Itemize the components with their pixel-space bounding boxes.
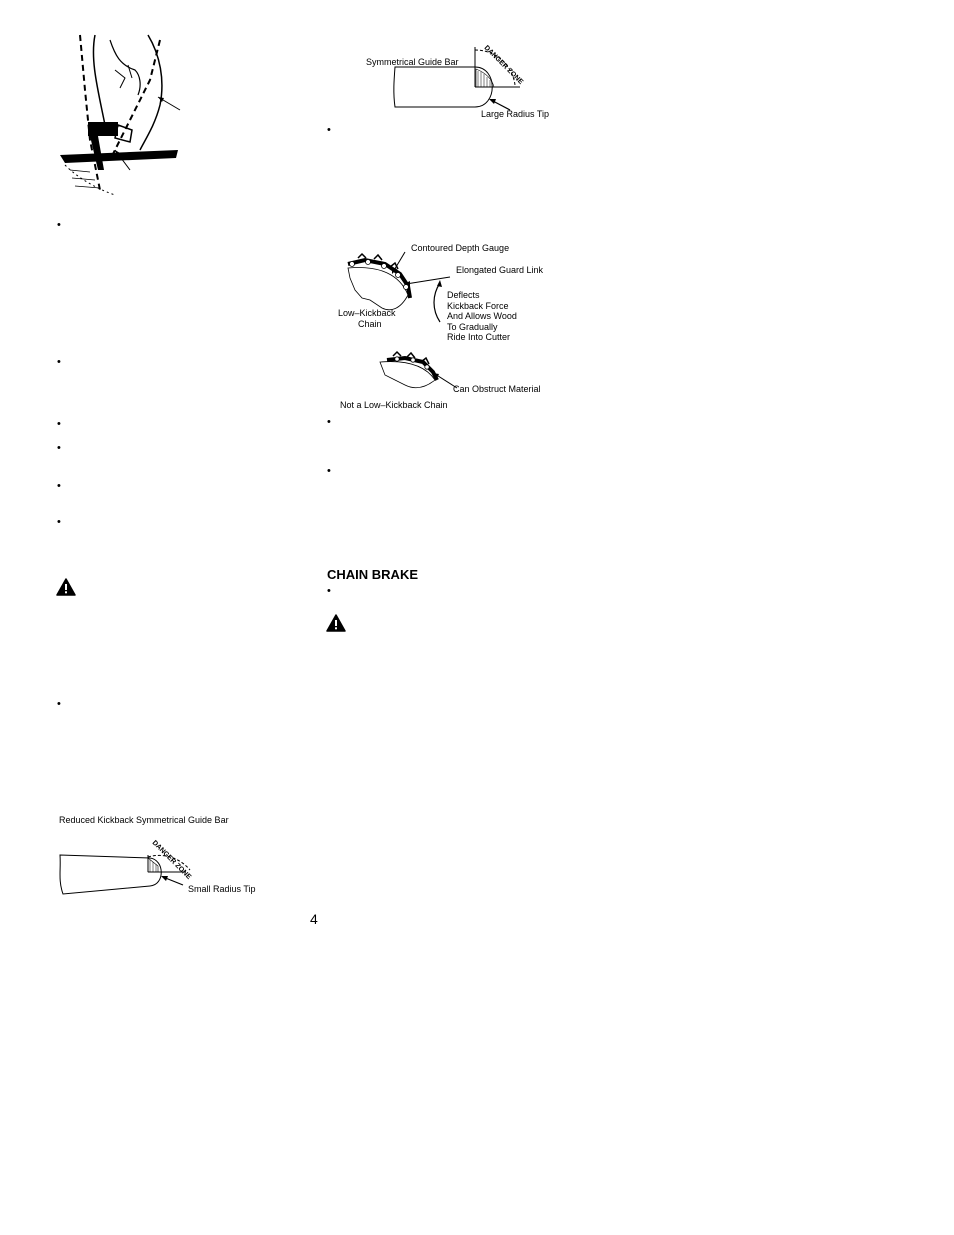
depth-gauge-label: Contoured Depth Gauge (411, 243, 510, 253)
bullet-right-4: • (327, 585, 331, 597)
bullet-right-3: • (327, 465, 331, 477)
bullet-left-5: • (57, 480, 61, 492)
low-kickback-chain-diagram (347, 251, 451, 323)
deflects-line-4: To Gradually (447, 322, 498, 332)
bullet-left-4: • (57, 442, 61, 454)
symmetrical-bar-tip-label: Large Radius Tip (481, 109, 550, 119)
chain-brake-heading: CHAIN BRAKE (327, 567, 418, 582)
standard-chain-diagram (379, 350, 458, 389)
deflects-line-5: Ride Into Cutter (447, 332, 511, 342)
bullet-right-1: • (327, 124, 331, 136)
symmetrical-bar-label: Symmetrical Guide Bar (366, 57, 459, 67)
bullet-right-2: • (327, 416, 331, 428)
operator-cutting-illustration (60, 34, 181, 196)
warning-triangle-icon (56, 578, 76, 596)
symmetrical-guide-bar-diagram (393, 47, 520, 111)
deflects-line-1: Deflects (447, 290, 480, 300)
deflects-line-3: And Allows Wood (447, 311, 517, 321)
guard-link-label: Elongated Guard Link (456, 265, 544, 275)
obstruct-label: Can Obstruct Material (453, 384, 541, 394)
page-number: 4 (310, 911, 318, 927)
warning-triangle-icon (326, 614, 346, 632)
reduced-bar-tip-label: Small Radius Tip (188, 884, 256, 894)
bullet-left-7: • (57, 698, 61, 710)
deflects-line-2: Kickback Force (447, 301, 509, 311)
bullet-left-2: • (57, 356, 61, 368)
low-kickback-label-line-2: Chain (358, 319, 382, 329)
not-low-kickback-label: Not a Low–Kickback Chain (340, 400, 448, 410)
low-kickback-label-line-1: Low–Kickback (338, 308, 396, 318)
reduced-kickback-bar-diagram (59, 854, 191, 895)
reduced-bar-label: Reduced Kickback Symmetrical Guide Bar (59, 815, 229, 825)
bullet-left-1: • (57, 219, 61, 231)
bullet-left-6: • (57, 516, 61, 528)
bullet-left-3: • (57, 418, 61, 430)
